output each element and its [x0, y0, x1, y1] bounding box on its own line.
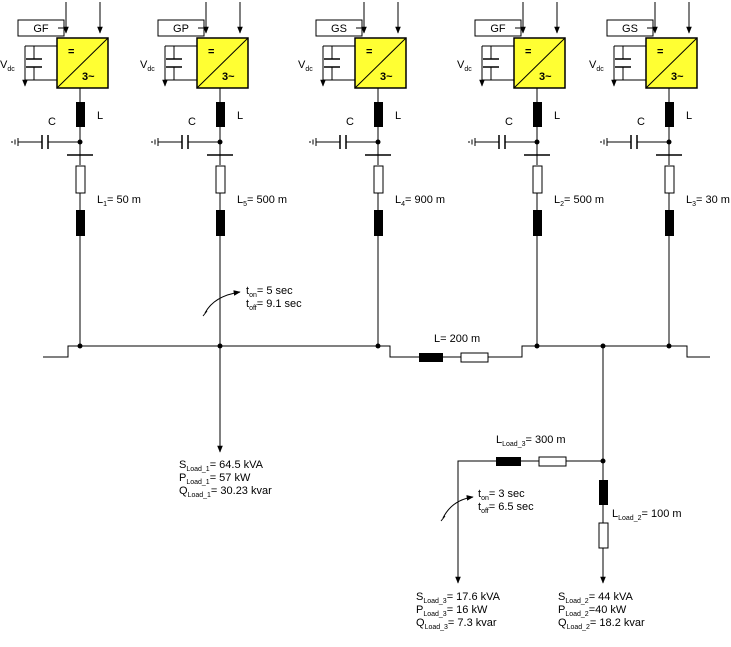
inductor-label: L	[97, 110, 103, 122]
unit-tag: GS	[622, 23, 638, 35]
line-inductor	[374, 210, 383, 236]
switch2-ton: ton= 3 sec	[478, 488, 525, 502]
svg-text:LLoad_2= 100 m: LLoad_2= 100 m	[612, 508, 682, 522]
line-inductor	[76, 210, 85, 236]
load-rating-line: SLoad_1= 64.5 kVA	[179, 459, 264, 473]
inductor-label: L	[686, 110, 692, 122]
line-inductor	[665, 210, 674, 236]
dc-symbol: =	[208, 46, 214, 58]
tie-line-resistor	[460, 352, 489, 363]
load3-inductor	[496, 457, 521, 466]
switch2-toff: toff= 6.5 sec	[478, 501, 534, 515]
capacitor-label: C	[188, 116, 196, 128]
filter-inductor	[665, 102, 674, 127]
switch1-toff: toff= 9.1 sec	[246, 298, 302, 312]
vdc-label: Vdc	[140, 59, 155, 73]
ac-symbol: 3~	[222, 71, 235, 83]
capacitor-label: C	[346, 116, 354, 128]
unit-tag: GF	[490, 23, 506, 35]
load-rating-line: SLoad_3= 17.6 kVA	[416, 591, 501, 605]
vdc-label: Vdc	[589, 59, 604, 73]
line-resistor	[215, 165, 226, 194]
inductor-label: L	[237, 110, 243, 122]
feeder-length-label: L4= 900 m	[395, 194, 445, 208]
feeder-length-label: L5= 500 m	[237, 194, 287, 208]
load3-line-label: LLoad_3= 300 m	[496, 434, 566, 448]
load-rating-line: SLoad_2= 44 kVA	[558, 591, 633, 605]
inductor-label: L	[554, 110, 560, 122]
line-resistor	[664, 165, 675, 194]
inductor-label: L	[395, 110, 401, 122]
feeder-length-label: L2= 500 m	[554, 194, 604, 208]
filter-inductor	[76, 102, 85, 127]
line-inductor	[216, 210, 225, 236]
line-resistor	[373, 165, 384, 194]
capacitor-label: C	[505, 116, 513, 128]
ac-symbol: 3~	[82, 71, 95, 83]
dc-symbol: =	[525, 46, 531, 58]
load2-inductor	[599, 480, 608, 505]
vdc-label: Vdc	[457, 59, 472, 73]
ac-symbol: 3~	[539, 71, 552, 83]
switch1-ton: ton= 5 sec	[246, 285, 293, 299]
unit-tag: GP	[173, 23, 189, 35]
capacitor-label: C	[48, 116, 56, 128]
load-rating-line: QLoad_1= 30.23 kvar	[179, 485, 272, 499]
unit-tag: GS	[331, 23, 347, 35]
vdc-label: Vdc	[0, 59, 15, 73]
feeder-length-label: L3= 30 m	[686, 194, 730, 208]
main-bus-right	[488, 345, 710, 358]
load3-feeder	[455, 460, 496, 584]
filter-inductor	[533, 102, 542, 127]
load-rating-line: PLoad_3= 16 kW	[416, 604, 488, 618]
svg-text:ton= 5 sec: ton= 5 sec	[246, 285, 293, 299]
vdc-label: Vdc	[298, 59, 313, 73]
feeder-length-label: L1= 50 m	[97, 194, 141, 208]
svg-text:toff= 6.5 sec: toff= 6.5 sec	[478, 501, 534, 515]
line-inductor	[533, 210, 542, 236]
filter-inductor	[216, 102, 225, 127]
line-resistor	[532, 165, 543, 194]
tie-line-inductor	[419, 353, 443, 362]
load3-resistor	[538, 456, 567, 467]
svg-text:toff= 9.1 sec: toff= 9.1 sec	[246, 298, 302, 312]
switch1-arc	[204, 290, 241, 314]
load-rating-line: PLoad_2=40 kW	[558, 604, 627, 618]
ac-symbol: 3~	[671, 71, 684, 83]
load2-resistor	[598, 522, 609, 549]
load-rating-line: PLoad_1= 57 kW	[179, 472, 251, 486]
svg-text:LLoad_3= 300 m: LLoad_3= 300 m	[496, 434, 566, 448]
line-resistor	[75, 165, 86, 194]
capacitor-label: C	[637, 116, 645, 128]
load-rating-line: QLoad_2= 18.2 kvar	[558, 617, 645, 631]
tie-line-label: L= 200 m	[434, 333, 480, 345]
dc-symbol: =	[366, 46, 372, 58]
unit-tag: GF	[33, 23, 49, 35]
load2-line-label: LLoad_2= 100 m	[612, 508, 682, 522]
svg-text:ton= 3 sec: ton= 3 sec	[478, 488, 525, 502]
main-bus-left	[43, 345, 420, 358]
dc-symbol: =	[68, 46, 74, 58]
ac-symbol: 3~	[380, 71, 393, 83]
filter-inductor	[374, 102, 383, 127]
load-rating-line: QLoad_3= 7.3 kvar	[416, 617, 497, 631]
dc-symbol: =	[657, 46, 663, 58]
switch2-arc	[442, 495, 474, 519]
